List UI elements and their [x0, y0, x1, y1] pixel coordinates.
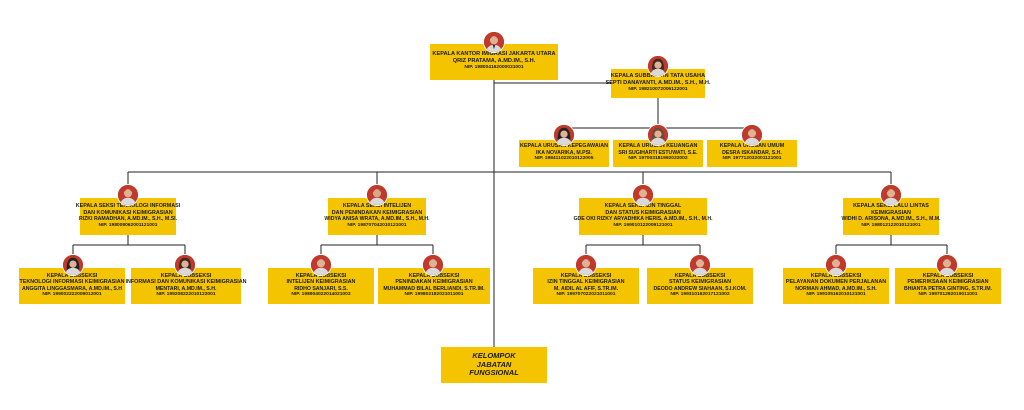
node-name: NORMAN AHMAD, A.Md.Im., S.H. — [795, 285, 877, 292]
male-officer-icon — [117, 184, 139, 206]
male-officer-icon — [880, 184, 902, 206]
node-title: KEPALA SEKSI LALU LINTAS — [853, 203, 929, 210]
female-officer-icon — [62, 254, 84, 276]
male-officer-icon — [483, 31, 505, 53]
male-officer-icon — [741, 124, 763, 146]
node-title-line2: KEIMIGRASIAN — [871, 209, 911, 216]
node-name: ANGGITA LINGGASMARA, A.Md.Im., S.H — [21, 285, 123, 292]
male-officer-icon — [366, 184, 388, 206]
node-nip: NIP. 199010122009121001 — [613, 222, 673, 228]
node-title-line2: TEKNOLOGI INFORMASI KEIMIGRASIAN — [19, 279, 125, 286]
node-name: QRIZ PRATAMA, A.Md.Im., S.H. — [452, 58, 536, 65]
node-kepala-kantor: KEPALA KANTOR IMIGRASI JAKARTA UTARA QRI… — [430, 44, 558, 80]
node-title-line2: DAN KOMUNIKASI KEIMIGRASIAN — [83, 209, 173, 216]
node-title-line2: INFORMASI DAN KOMUNIKASI KEIMIGRASIAN — [125, 279, 247, 286]
node-name: RIZKI RAMADHAN, A.Md.Im., S.H., M.Si. — [78, 216, 178, 223]
node-nip: NIP. 199208222010122001 — [156, 292, 216, 298]
male-officer-icon — [422, 254, 444, 276]
node-title: KEPALA SEKSI TEKNOLOGI INFORMASI — [75, 203, 181, 210]
fungsional-line-3: FUNGSIONAL — [469, 368, 519, 378]
node-title-line2: PENINDAKAN KEIMIGRASIAN — [395, 279, 473, 286]
node-nip: NIP. 198904022014021003 — [291, 292, 351, 298]
male-officer-icon — [575, 254, 597, 276]
node-kepala-urusan-kepegawaian: KEPALA URUSAN KEPEGAWAIAN IKA NOVARIKA, … — [519, 140, 609, 167]
node-name: MUHAMMAD BILAL BERLIANDI, S.Tr.Im. — [383, 285, 485, 292]
male-officer-icon — [310, 254, 332, 276]
node-nip: NIP. 197003181992032002 — [628, 156, 688, 162]
female-officer-icon — [553, 124, 575, 146]
node-nip: NIP. 199707022021011001 — [556, 292, 616, 298]
node-nip: NIP. 199105162010121001 — [806, 292, 866, 298]
node-nip: NIP. 199701292019011001 — [918, 292, 978, 298]
node-kepala-seksi-lalu-lintas: KEPALA SEKSI LALU LINTAS KEIMIGRASIAN WI… — [841, 198, 941, 235]
node-title-line2: INTELIJEN KEIMIGRASIAN — [286, 279, 356, 286]
node-name: WIDHI D. ARISONA, A.Md.Im., S.H., M.M. — [841, 216, 941, 223]
node-nip: NIP. 199002222009012001 — [42, 292, 102, 298]
female-officer-icon — [647, 55, 669, 77]
node-nip: NIP. 198210072006122001 — [628, 86, 688, 92]
node-title: KEPALA URUSAN UMUM — [719, 143, 785, 150]
node-name: SEPTI DANAYANTI, A.Md.Im., S.H., M.H. — [605, 79, 711, 86]
node-title: KEPALA SEKSI INTELIJEN — [342, 203, 412, 210]
node-kelompok-jabatan-fungsional: KELOMPOK JABATAN FUNGSIONAL — [441, 347, 547, 383]
node-title-line2: IZIN TINGGAL KEIMIGRASIAN — [547, 279, 625, 286]
node-nip: NIP. 198012122010121001 — [861, 222, 921, 228]
node-nip: NIP. 199802182021011001 — [404, 292, 464, 298]
node-name: SRI SUGIHARTI ESTUWATI, S.E. — [618, 149, 698, 156]
node-name: IKA NOVARIKA, M.Psi. — [536, 149, 592, 156]
node-nip: NIP. 197712032001121001 — [722, 156, 782, 162]
node-name: BHIANTA PETRA GINTING, S.Tr.Im. — [904, 285, 992, 292]
node-name: GDE OKI RIZKY ARYADHIKA HERIS, A.Md.Im.,… — [573, 216, 713, 223]
node-nip: NIP. 198411022010122005 — [534, 156, 594, 162]
node-title-line2: DAN STATUS KEIMIGRASIAN — [605, 209, 681, 216]
node-title-line2: PEMERIKSAAN KEIMIGRASIAN — [907, 279, 989, 286]
node-title: KEPALA KANTOR IMIGRASI JAKARTA UTARA — [432, 51, 556, 58]
male-officer-icon — [689, 254, 711, 276]
node-nip: NIP. 198008062001121001 — [98, 222, 158, 228]
node-nip: NIP. 199310162017121002 — [670, 292, 730, 298]
node-title-line2: STATUS KEIMIGRASIAN — [668, 279, 732, 286]
node-title-line2: DAN PENINDAKAN KEIMIGRASIAN — [331, 209, 423, 216]
node-name: M. AIDIL AL AFIF, S.Tr.Im. — [553, 285, 619, 292]
male-officer-icon — [936, 254, 958, 276]
female-officer-icon — [174, 254, 196, 276]
node-name: DEODO ANDREW SIAHAAN, S.I.Kom. — [653, 285, 747, 292]
male-officer-icon — [825, 254, 847, 276]
node-name: MENTARI, A.Md.Im., S.H. — [155, 285, 217, 292]
node-nip: NIP. 198707042010121001 — [347, 222, 407, 228]
fungsional-line-1: KELOMPOK — [472, 351, 516, 361]
node-nip: NIP. 198004162000031001 — [464, 65, 524, 71]
node-name: RIDHO SANJARI, S.S. — [294, 285, 348, 292]
node-title: KEPALA SEKSI IZIN TINGGAL — [604, 203, 682, 210]
female-officer-icon — [647, 124, 669, 146]
node-kepala-seksi-izin-tinggal: KEPALA SEKSI IZIN TINGGAL DAN STATUS KEI… — [574, 198, 713, 235]
node-title: KEPALA URUSAN KEUANGAN — [618, 143, 698, 150]
male-officer-icon — [632, 184, 654, 206]
node-name: DESRA ISKANDAR, S.H. — [722, 149, 782, 156]
fungsional-line-2: JABATAN — [476, 359, 512, 369]
node-title-line2: PELAYANAN DOKUMEN PERJALANAN — [785, 279, 887, 286]
node-title: KEPALA URUSAN KEPEGAWAIAN — [519, 143, 609, 150]
node-name: WIDYA ANISA WRATA, A.Md.Im., S.H., M.H. — [324, 216, 430, 223]
